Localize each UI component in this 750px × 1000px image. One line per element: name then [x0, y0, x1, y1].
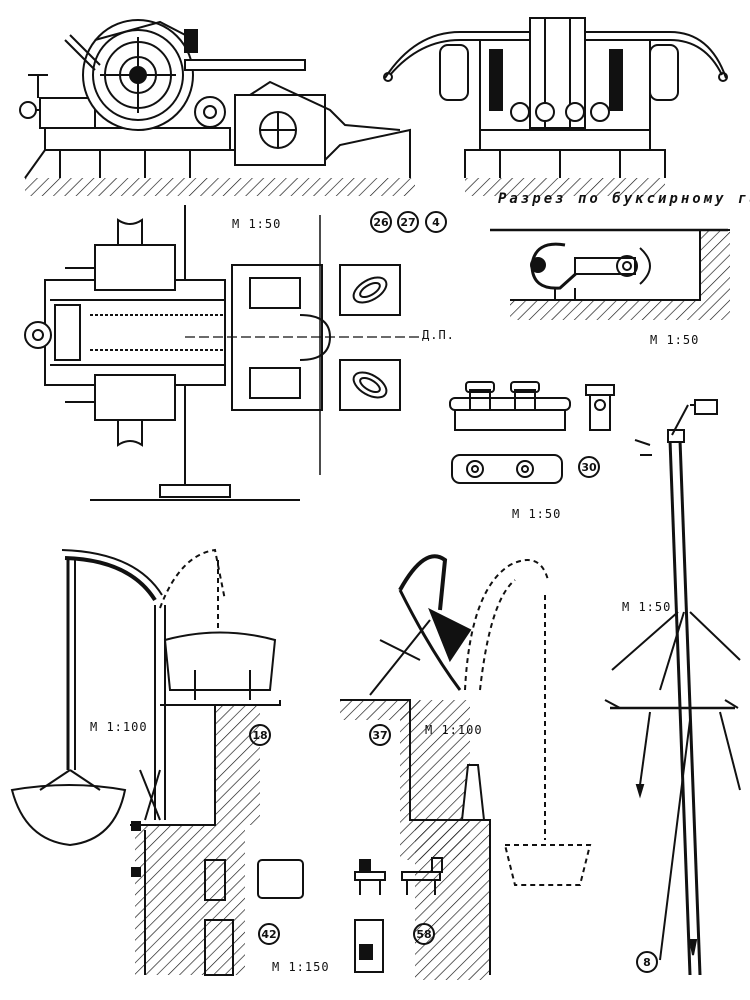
- scale-mast: М 1:50: [622, 600, 672, 614]
- scale-small-parts: М 1:150: [272, 960, 330, 974]
- badge-8: 8: [636, 951, 658, 973]
- badge-37: 37: [369, 724, 391, 746]
- scale-bollard: М 1:50: [512, 507, 562, 521]
- badge-4: 4: [425, 211, 447, 233]
- windlass-front-view: [383, 17, 728, 196]
- badge-18: 18: [249, 724, 271, 746]
- right-davit: [340, 554, 592, 980]
- scale-hook: М 1:50: [650, 333, 700, 347]
- badge-58: 58: [413, 923, 435, 945]
- towing-hook-section: [490, 228, 730, 320]
- mast-drawing: [604, 399, 741, 976]
- small-parts: [204, 857, 443, 976]
- scale-davit-right: М 1:100: [425, 723, 483, 737]
- badge-42: 42: [258, 923, 280, 945]
- badge-30: 30: [578, 456, 600, 478]
- left-davit: [10, 548, 281, 975]
- centerline-label: Д.П.: [422, 328, 455, 342]
- bollard-drawing: [449, 381, 615, 484]
- section-title: Разрез по буксирному гаку: [498, 191, 750, 207]
- scale-davit-left: М 1:100: [90, 720, 148, 734]
- scale-plan: М 1:50: [232, 217, 282, 231]
- windlass-plan-view: [24, 205, 420, 501]
- badge-27: 27: [397, 211, 419, 233]
- badge-26: 26: [370, 211, 392, 233]
- windlass-side-view: [19, 19, 415, 196]
